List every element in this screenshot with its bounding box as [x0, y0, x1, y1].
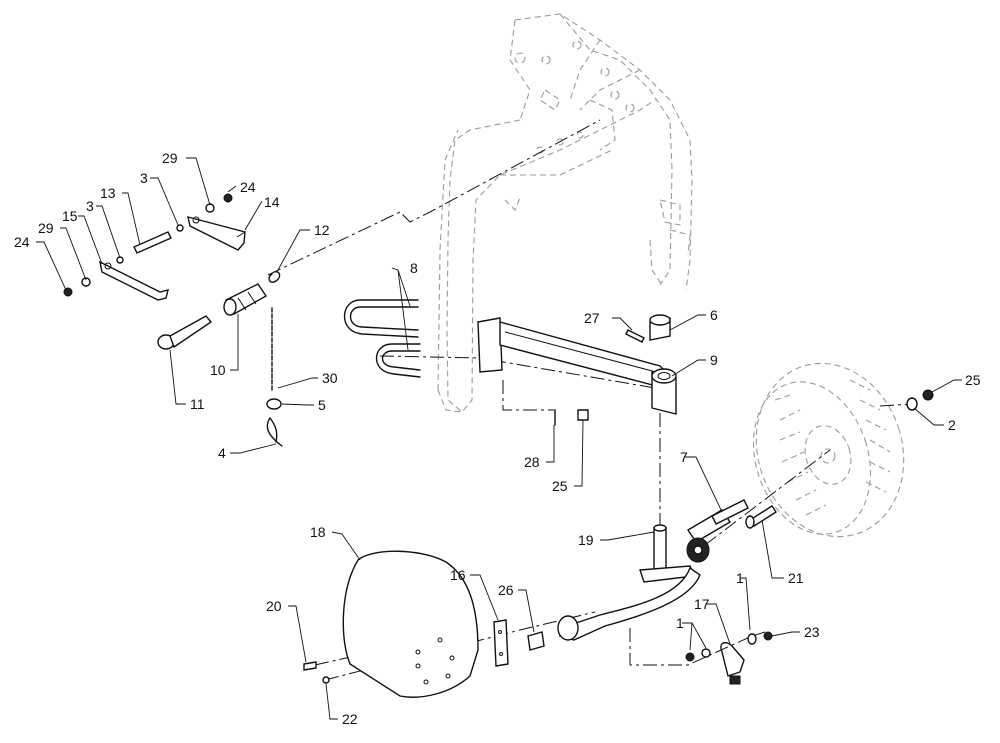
callout-5: 5 — [318, 397, 326, 413]
callout-1: 1 — [676, 615, 684, 631]
callout-25: 25 — [552, 478, 568, 494]
part-washers-1-23 — [685, 631, 773, 662]
part-collar-6 — [649, 314, 671, 341]
callout-18: 18 — [310, 524, 326, 540]
callout-25: 25 — [965, 372, 981, 388]
callout-11: 11 — [190, 396, 205, 412]
part-plate-16 — [493, 619, 509, 667]
part-bushing-10 — [223, 283, 268, 316]
part-axle-7 — [686, 499, 749, 563]
callout-24: 24 — [240, 179, 256, 195]
part-nut-25 — [577, 409, 589, 421]
callout-19: 19 — [578, 532, 594, 548]
part-caster-fork-19 — [557, 524, 701, 641]
callout-24: 24 — [14, 234, 30, 250]
part-pin-11 — [157, 315, 213, 350]
callout-8: 8 — [410, 260, 418, 276]
part-shield-18 — [342, 550, 479, 698]
leader-lines — [36, 157, 962, 720]
part-ubolts-8 — [344, 299, 421, 378]
callout-2: 2 — [948, 417, 956, 433]
part-bracket-15 — [99, 260, 169, 301]
part-bracket-17 — [720, 641, 745, 685]
callout-30: 30 — [322, 370, 338, 386]
callout-27: 27 — [584, 310, 600, 326]
callout-9: 9 — [710, 352, 718, 368]
part-screws-20-22 — [303, 661, 330, 684]
callout-20: 20 — [266, 598, 282, 614]
callout-29: 29 — [162, 150, 178, 166]
callout-16: 16 — [450, 567, 466, 583]
part-clip-12 — [268, 270, 281, 283]
callout-7: 7 — [680, 449, 688, 465]
callout-6: 6 — [710, 307, 718, 323]
callout-15: 15 — [62, 208, 78, 224]
callout-14: 14 — [264, 194, 280, 210]
callout-labels: 29 3 24 13 14 3 15 29 24 12 8 10 11 30 5… — [14, 150, 981, 727]
callout-17: 17 — [694, 596, 710, 612]
part-ring-5 — [266, 398, 282, 410]
callout-3: 3 — [86, 198, 94, 214]
part-bracket-14 — [187, 216, 246, 251]
part-hairpin-4 — [266, 417, 283, 447]
tire-phantom — [752, 362, 905, 538]
callout-26: 26 — [498, 582, 514, 598]
part-bolt-21 — [745, 505, 777, 529]
callout-23: 23 — [804, 624, 820, 640]
part-nut-26 — [527, 631, 545, 651]
callout-3: 3 — [140, 170, 148, 186]
callout-28: 28 — [524, 454, 540, 470]
part-washers-2-25 — [906, 389, 934, 411]
callout-1: 1 — [736, 570, 744, 586]
callout-29: 29 — [38, 220, 54, 236]
part-arm-9 — [477, 317, 677, 415]
callout-12: 12 — [314, 222, 330, 238]
callout-21: 21 — [788, 570, 804, 586]
mower-frame-phantom — [437, 13, 693, 413]
callout-13: 13 — [100, 185, 116, 201]
callout-22: 22 — [342, 711, 358, 727]
callout-4: 4 — [218, 445, 226, 461]
part-shaft-13 — [116, 224, 184, 264]
part-pin-27 — [625, 329, 645, 343]
callout-10: 10 — [210, 362, 226, 378]
